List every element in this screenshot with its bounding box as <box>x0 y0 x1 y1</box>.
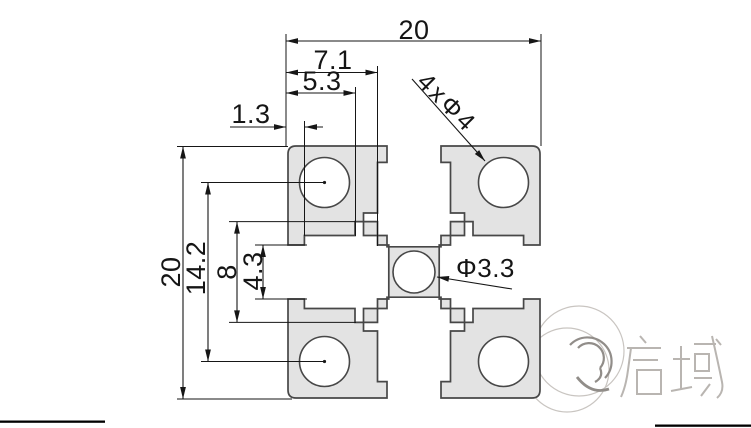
dim-text-hole-pitch: 14.2 <box>181 240 211 296</box>
corner-hole-top-right <box>477 156 530 209</box>
dim-text-channel-depth: 5.3 <box>302 66 342 96</box>
dim-text-opening-width: 4.3 <box>238 251 268 291</box>
dimension-lines <box>180 38 541 399</box>
watermark-logo <box>569 335 724 399</box>
dim-text-mouth-offset: 7.1 <box>313 45 353 75</box>
leader-center-hole <box>436 276 513 290</box>
table-border-left-fragment <box>0 420 105 423</box>
dim-text-cavity-width: 8 <box>212 264 242 280</box>
dim-text-step-depth: 1.3 <box>231 99 271 129</box>
corner-hole-bottom-right <box>477 335 530 388</box>
watermark-circle <box>533 305 625 397</box>
table-border-right-fragment <box>655 424 751 427</box>
extension-lines <box>177 34 542 400</box>
brand-glyphs <box>620 335 724 399</box>
center-hole <box>392 250 436 294</box>
leader-corner-holes <box>411 78 486 162</box>
dim-text-overall-top: 20 <box>398 15 430 45</box>
q-logo-icon <box>569 336 613 392</box>
dim-text-center-hole: Φ3.3 <box>456 253 515 283</box>
